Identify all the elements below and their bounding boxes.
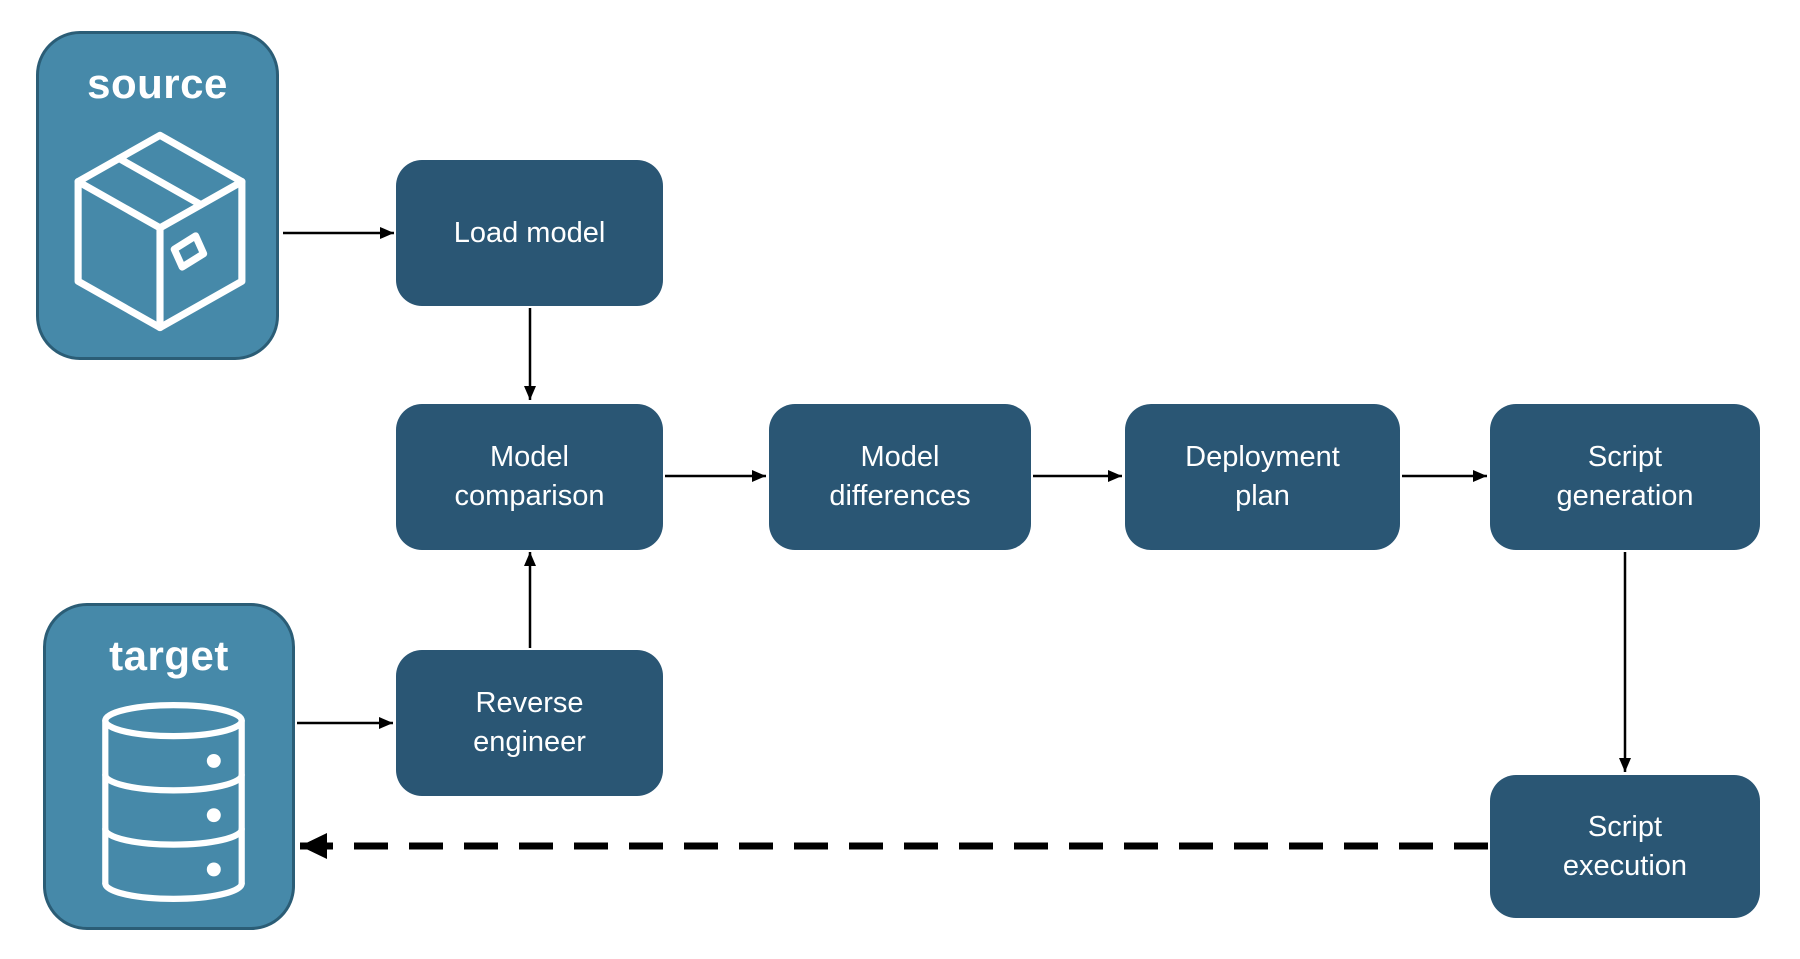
node-deployment-plan: Deployment plan [1125, 404, 1400, 550]
target-container: target [43, 603, 295, 930]
source-container: source [36, 31, 279, 360]
node-script-generation: Script generation [1490, 404, 1760, 550]
node-reverse-engineer: Reverse engineer [396, 650, 663, 796]
node-load-model: Load model [396, 160, 663, 306]
node-script-execution: Script execution [1490, 775, 1760, 918]
node-model-differences: Model differences [769, 404, 1031, 550]
source-label: source [87, 60, 228, 107]
package-icon [74, 131, 246, 332]
node-model-comparison: Model comparison [396, 404, 663, 550]
target-label: target [109, 632, 229, 679]
database-icon [102, 702, 245, 902]
